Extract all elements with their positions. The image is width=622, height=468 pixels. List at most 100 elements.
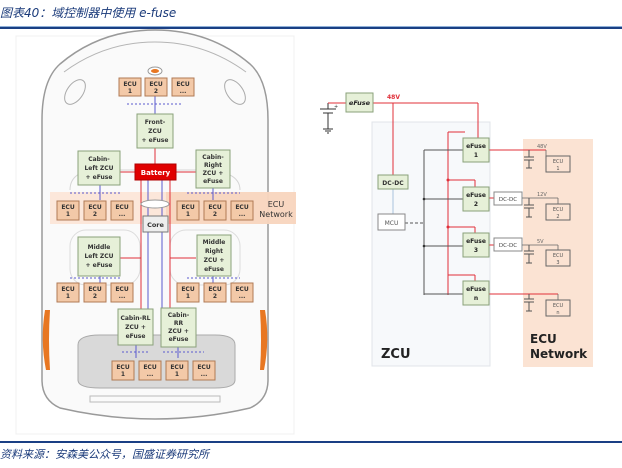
cabin-right-ecu-3[interactable]: ECU... <box>230 200 254 221</box>
ecu-index: 1 <box>128 88 132 95</box>
zcu-label-line: Right <box>205 248 223 255</box>
network-ecu-3[interactable]: ECU 3 <box>545 249 571 267</box>
capacitor-2-icon <box>524 198 534 218</box>
branch-wiring <box>522 150 559 300</box>
ecu-index: 2 <box>213 293 217 300</box>
zcu-label-line: Left ZCU <box>84 253 113 260</box>
ecu-label: ECU <box>208 204 222 211</box>
zcu-label-line: Middle <box>88 244 111 251</box>
branch-dcdc-2[interactable]: DC-DC <box>493 237 523 252</box>
ecu-label: ECU <box>143 364 157 371</box>
cabin-left-ecu-3[interactable]: ECU... <box>110 200 134 221</box>
efuse-label: eFuse <box>466 286 486 293</box>
ecu-index: 2 <box>93 211 97 218</box>
main-dcdc[interactable]: DC-DC <box>377 174 409 190</box>
battery[interactable]: Battery <box>134 163 177 181</box>
cabin-left-zcu[interactable]: Cabin- Left ZCU + eFuse <box>77 150 121 186</box>
footer-rule <box>0 441 622 443</box>
middle-left-ecu-3[interactable]: ECU... <box>110 282 134 303</box>
ecu-label: ECU <box>116 364 130 371</box>
efuse-label: eFuse <box>466 143 486 150</box>
zcu-label-line: ZCU + <box>204 257 225 264</box>
main-efuse[interactable]: eFuse <box>345 92 374 113</box>
efuse-2[interactable]: eFuse 2 <box>462 186 490 212</box>
ecu-label: ECU <box>553 159 564 165</box>
signal-junctions <box>422 197 426 248</box>
console-shape <box>140 199 170 209</box>
front-ecu-1[interactable]: ECU 1 <box>118 77 142 97</box>
network-ecu-1[interactable]: ECU 1 <box>545 155 571 173</box>
middle-right-ecu-3[interactable]: ECU... <box>230 282 254 303</box>
ecu-network-label-1: ECU <box>268 200 285 209</box>
ecu-index: 2 <box>154 88 158 95</box>
zcu-label-line: Cabin- <box>168 312 190 319</box>
zcu-label-line: eFuse <box>204 266 224 273</box>
zcu-label-line: + eFuse <box>142 137 169 144</box>
branch-voltage-2: 12V <box>537 192 547 198</box>
zcu-label-line: RR <box>174 320 184 327</box>
cabin-right-zcu[interactable]: Cabin- Right ZCU + eFuse <box>195 149 231 189</box>
capacitor-3-icon <box>524 245 534 264</box>
middle-left-zcu[interactable]: Middle Left ZCU + eFuse <box>77 236 121 277</box>
hood-line <box>63 41 247 73</box>
branch-dcdc-1[interactable]: DC-DC <box>493 191 523 206</box>
core-label: Core <box>147 221 164 229</box>
core-unit[interactable]: Core <box>142 215 169 233</box>
efuse-label: eFuse <box>466 192 486 199</box>
middle-right-zcu[interactable]: Middle Right ZCU + eFuse <box>196 234 232 277</box>
ecu-index: ... <box>201 371 208 378</box>
zcu-label-line: ZCU + <box>203 170 224 177</box>
cabin-rl-zcu[interactable]: Cabin-RL ZCU + eFuse <box>117 308 154 346</box>
zcu-label-line: eFuse <box>169 336 189 343</box>
rear-ecu-2[interactable]: ECU... <box>138 360 162 381</box>
efuse-n[interactable]: eFuse n <box>462 280 490 306</box>
capacitor-icons <box>524 150 534 312</box>
rear-ecu-4[interactable]: ECU... <box>192 360 216 381</box>
front-zcu[interactable]: Front- ZCU + eFuse <box>136 113 174 149</box>
ecu-label: ECU <box>61 204 75 211</box>
signal-lines <box>70 96 240 358</box>
zcu-label-line: Front- <box>145 119 166 126</box>
ecu-label: ECU <box>115 286 129 293</box>
network-ecu-n[interactable]: ECU n <box>545 299 571 317</box>
ecu-index: 1 <box>66 293 70 300</box>
front-ecu-3[interactable]: ECU ... <box>171 77 195 97</box>
bus-voltage-label: 48V <box>387 94 400 101</box>
capacitor-1-icon <box>524 150 534 169</box>
efuse-3[interactable]: eFuse 3 <box>462 232 490 258</box>
efuse-1[interactable]: eFuse 1 <box>462 137 490 163</box>
ecu-label: ECU <box>181 286 195 293</box>
mcu[interactable]: MCU <box>377 213 406 231</box>
network-ecu-2[interactable]: ECU 2 <box>545 203 571 221</box>
zcu-label-line: Left ZCU <box>84 165 113 172</box>
cabin-rr-zcu[interactable]: Cabin- RR ZCU + eFuse <box>160 307 197 348</box>
zcu-label-line: ZCU <box>148 128 162 135</box>
zcu-label-line: Middle <box>203 239 226 246</box>
ecu-label: ECU <box>553 303 564 309</box>
ecu-index: 2 <box>213 211 217 218</box>
front-ecu-2[interactable]: ECU 2 <box>144 77 168 97</box>
header-rule-light <box>0 26 622 27</box>
zcu-label-line: eFuse <box>126 333 146 340</box>
zcu-label-line: Cabin- <box>202 154 224 161</box>
ecu-label: ECU <box>208 286 222 293</box>
branch-dcdc-label: DC-DC <box>499 197 517 203</box>
ecu-index: 1 <box>186 211 190 218</box>
ecu-index: 1 <box>186 293 190 300</box>
efuse-index: 1 <box>474 152 478 159</box>
zcu-label-line: Cabin-RL <box>120 315 150 322</box>
zcu-label-line: ZCU + <box>168 328 189 335</box>
